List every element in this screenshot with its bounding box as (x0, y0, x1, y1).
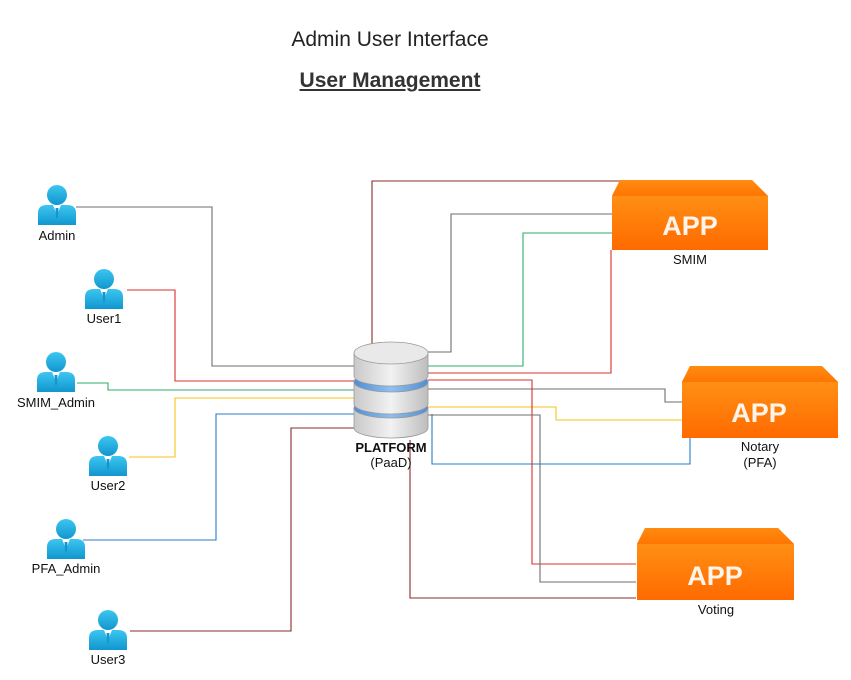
link-user2-platform (129, 397, 355, 458)
link-platform-notary-gray (428, 388, 682, 403)
database-icon[interactable] (353, 341, 429, 439)
app-label-notary-sub: (PFA) (743, 455, 777, 470)
user-label-user3: User3 (90, 652, 126, 667)
app-label-notary: Notary (740, 439, 780, 454)
user-icon-smim-admin[interactable] (37, 352, 75, 392)
link-user1-platform (127, 289, 355, 382)
app-label-smim: SMIM (673, 252, 707, 267)
app-badge-notary: APP (731, 398, 787, 428)
page-subtitle: User Management (299, 69, 481, 92)
link-pfaadmin-platform (83, 413, 355, 541)
user-icon-pfa-admin[interactable] (47, 519, 85, 559)
platform-name: PLATFORM (355, 440, 427, 455)
app-badge-smim: APP (662, 211, 718, 241)
link-smimadmin-platform (77, 382, 355, 391)
app-box-notary[interactable]: APP (682, 366, 838, 438)
user-label-user1: User1 (86, 311, 122, 326)
link-platform-smim-gray (428, 213, 612, 353)
user-label-pfa-admin: PFA_Admin (31, 561, 101, 576)
app-box-voting[interactable]: APP (637, 528, 794, 600)
user-label-admin: Admin (38, 228, 76, 243)
app-badge-voting: APP (687, 561, 743, 591)
link-platform-voting-red (428, 379, 636, 565)
link-user3-platform (130, 427, 355, 632)
link-platform-smim-top (371, 180, 620, 345)
user-label-smim-admin: SMIM_Admin (16, 395, 96, 410)
link-platform-notary-blue (431, 414, 691, 465)
user-icon-user3[interactable] (89, 610, 127, 650)
app-label-voting: Voting (697, 602, 735, 617)
connections (76, 180, 691, 632)
platform-type: (PaaD) (370, 455, 412, 470)
link-platform-notary-yellow (428, 406, 682, 421)
link-platform-smim-red (428, 250, 612, 374)
user-icon-user1[interactable] (85, 269, 123, 309)
platform-label: PLATFORM (PaaD) (341, 440, 441, 470)
user-label-user2: User2 (90, 478, 126, 493)
link-admin-platform (76, 206, 355, 367)
page-title: Admin User Interface (291, 28, 489, 51)
link-platform-voting-maroon (409, 440, 636, 599)
app-box-smim[interactable]: APP (612, 180, 768, 250)
link-platform-smim-green (428, 232, 612, 367)
user-icon-admin[interactable] (38, 185, 76, 225)
link-platform-voting-gray (428, 414, 636, 583)
user-icon-user2[interactable] (89, 436, 127, 476)
